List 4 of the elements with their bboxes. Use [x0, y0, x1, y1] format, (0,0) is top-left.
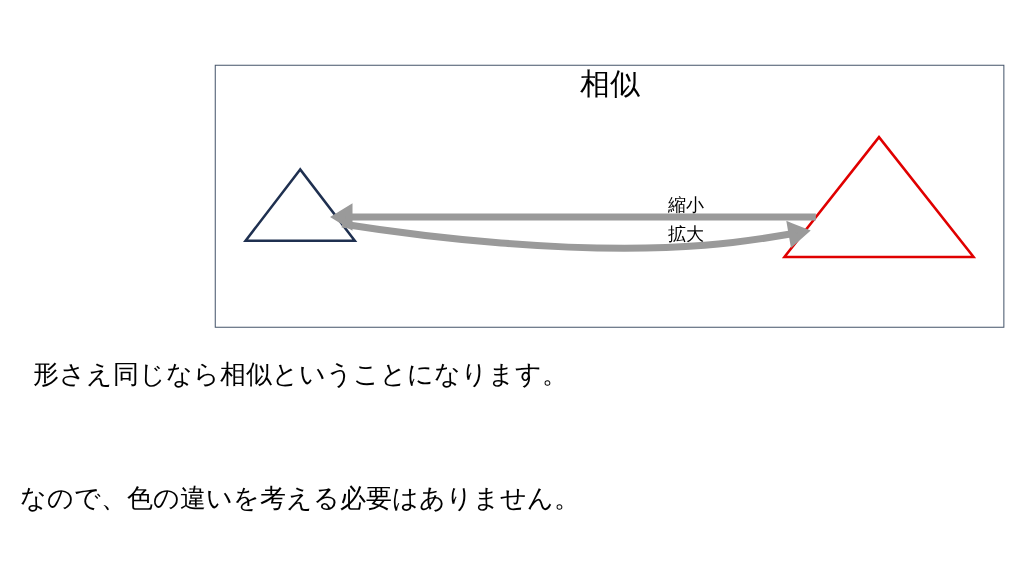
- edge-label: 拡大: [667, 222, 704, 244]
- label: 形さえ同じなら相似ということになります。: [32, 358, 568, 389]
- label: なので、色の違いを考える必要はありません。: [19, 482, 580, 513]
- edge-label: 縮小: [667, 193, 704, 215]
